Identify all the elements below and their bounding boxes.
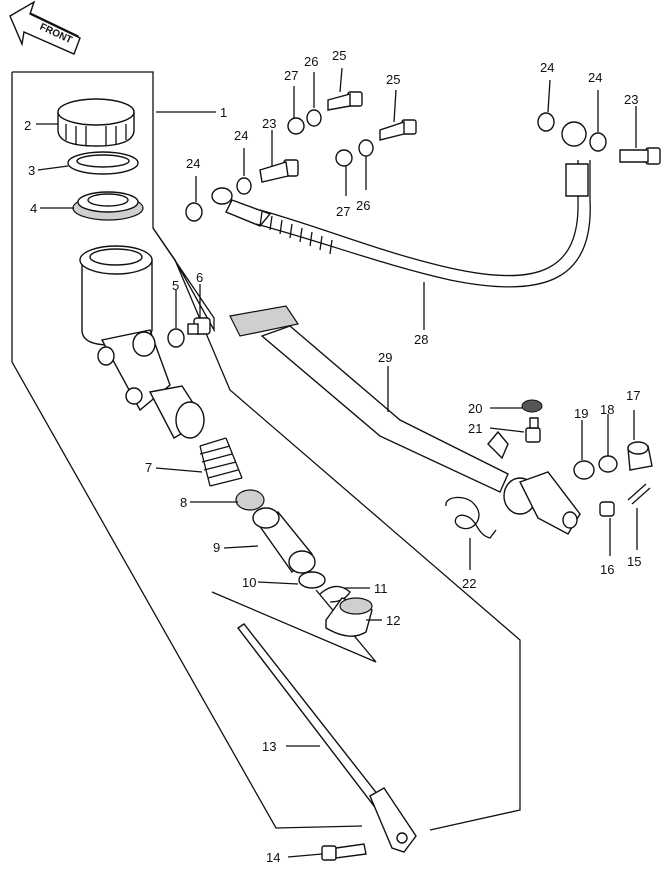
label-part-8: 8 — [180, 495, 187, 510]
spring-7 — [199, 437, 243, 487]
label-part-10: 10 — [242, 575, 256, 590]
push-rod — [236, 623, 417, 853]
label-part-12: 12 — [386, 613, 400, 628]
cotter-pin — [627, 483, 651, 505]
label-part-24-c: 24 — [540, 60, 554, 75]
master-cylinder-body — [79, 245, 205, 439]
leader-lines — [36, 67, 638, 858]
primary-cup — [235, 489, 265, 511]
label-part-25-lower: 25 — [386, 72, 400, 87]
label-part-18: 18 — [600, 402, 614, 417]
label-part-22: 22 — [462, 576, 476, 591]
reservoir-cap — [57, 98, 135, 147]
washer-26-lower — [358, 139, 374, 157]
label-part-9: 9 — [213, 540, 220, 555]
washer-24-a — [185, 202, 203, 222]
brake-hose — [211, 121, 591, 288]
label-part-26-lower: 26 — [356, 198, 370, 213]
label-part-6: 6 — [196, 270, 203, 285]
label-part-28: 28 — [414, 332, 428, 347]
stop-washer — [298, 571, 326, 589]
dust-boot — [325, 597, 373, 637]
pedal-cap-nut — [627, 441, 653, 471]
front-arrow-icon: FRONT — [9, 0, 81, 55]
diaphragm — [72, 191, 144, 221]
label-part-29: 29 — [378, 350, 392, 365]
label-part-16: 16 — [600, 562, 614, 577]
label-part-24-d: 24 — [588, 70, 602, 85]
clevis-bolt — [321, 843, 367, 861]
label-part-23-right: 23 — [624, 92, 638, 107]
label-part-4: 4 — [30, 201, 37, 216]
label-part-7: 7 — [145, 460, 152, 475]
label-part-2: 2 — [24, 118, 31, 133]
label-part-27-lower: 27 — [336, 204, 350, 219]
washer-27-upper — [287, 117, 305, 135]
label-part-26-upper: 26 — [304, 54, 318, 69]
label-part-1: 1 — [220, 105, 227, 120]
label-part-3: 3 — [28, 163, 35, 178]
nut-20 — [521, 399, 543, 413]
banjo-bolt-right — [619, 147, 661, 165]
washer-24-d — [589, 132, 607, 152]
label-part-13: 13 — [262, 739, 276, 754]
label-part-11: 11 — [374, 581, 388, 596]
washer-5 — [167, 328, 185, 348]
washer-24-b — [236, 177, 252, 195]
return-spring — [445, 496, 497, 539]
label-part-23-left: 23 — [262, 116, 276, 131]
banjo-bolt-left — [259, 159, 299, 183]
label-part-15: 15 — [627, 554, 641, 569]
brake-pedal — [229, 305, 581, 535]
bolt-21 — [525, 417, 541, 443]
label-part-27-upper: 27 — [284, 68, 298, 83]
washer-26-upper — [306, 109, 322, 127]
label-part-24-a: 24 — [186, 156, 200, 171]
diaphragm-plate — [67, 151, 139, 175]
label-part-21: 21 — [468, 421, 482, 436]
washer-19 — [573, 460, 595, 480]
bolt-25-lower — [379, 119, 417, 141]
bolt-25-upper — [327, 91, 363, 111]
washer-18 — [598, 455, 618, 473]
label-part-17: 17 — [626, 388, 640, 403]
label-part-14: 14 — [266, 850, 280, 865]
assembly-outline-right — [152, 227, 215, 333]
label-part-20: 20 — [468, 401, 482, 416]
label-part-5: 5 — [172, 278, 179, 293]
washer-27-lower — [335, 149, 353, 167]
pivot-nut — [599, 501, 615, 517]
bleed-valve — [187, 317, 211, 335]
circlip — [319, 585, 351, 603]
piston — [252, 507, 316, 574]
washer-24-c — [537, 112, 555, 132]
label-part-24-b: 24 — [234, 128, 248, 143]
label-part-19: 19 — [574, 406, 588, 421]
label-part-25-upper: 25 — [332, 48, 346, 63]
